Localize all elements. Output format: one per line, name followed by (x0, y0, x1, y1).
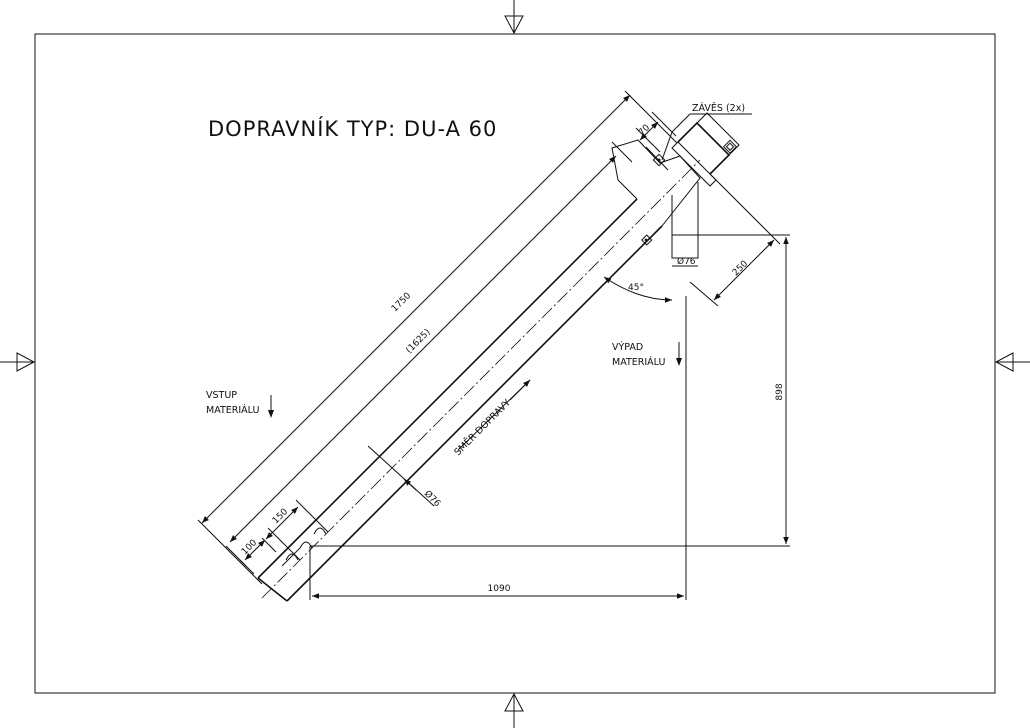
dim-outlet-diameter: Ø76 (677, 256, 696, 267)
dim-hanger-offset: 70 (637, 123, 652, 138)
inlet-openings (267, 499, 329, 567)
dim-inlet-offset: 100 (240, 538, 259, 557)
dimension-1750: 1750 (197, 90, 678, 585)
drive-motor (671, 112, 740, 187)
dim-height: 898 (775, 383, 785, 400)
conveyor-tube (257, 159, 701, 602)
dimension-100: 100 (239, 537, 277, 575)
dim-tube-diameter: Ø76 (422, 488, 443, 509)
inlet-label-line1: VSTUP (206, 390, 237, 401)
outlet-spout (641, 182, 699, 259)
conveying-direction: SMĚR DOPRAVY (452, 379, 531, 458)
centering-mark-right (994, 352, 1030, 372)
dim-horizontal-length: 1090 (488, 584, 511, 594)
dimension-898: 898 (310, 234, 790, 547)
drawing-title: DOPRAVNÍK TYP: DU-A 60 (208, 116, 497, 141)
inlet-label-line2: MATERIÁLU (206, 404, 259, 416)
dim-overall-length: 1750 (390, 291, 413, 314)
centering-mark-left (0, 352, 36, 372)
dim-inlet-width: 150 (271, 507, 290, 526)
dimension-150: 150 (265, 506, 299, 540)
centering-mark-bottom (504, 692, 524, 728)
dimension-250: 250 (689, 173, 781, 307)
dimension-1090: 1090 (309, 296, 687, 600)
dimension-70: 70 (635, 111, 677, 153)
hanger-label: ZÁVĚS (2x) (692, 102, 745, 114)
outlet-label-line2: MATERIÁLU (612, 356, 665, 368)
centering-mark-top (504, 0, 524, 35)
dim-motor-length: 250 (731, 259, 750, 278)
outlet-label-line1: VÝPAD (612, 341, 643, 353)
dimension-angle: 45° (603, 276, 673, 303)
dim-tube-length: (1625) (404, 327, 432, 355)
conveyor-head (611, 139, 701, 227)
drawing-frame (34, 33, 996, 694)
dim-angle: 45° (628, 283, 644, 293)
dimension-outlet-diameter: Ø76 (672, 256, 698, 267)
outlet-label: VÝPAD MATERIÁLU (612, 341, 682, 368)
inlet-label: VSTUP MATERIÁLU (206, 390, 274, 418)
hanger-callout: ZÁVĚS (2x) (661, 102, 752, 161)
